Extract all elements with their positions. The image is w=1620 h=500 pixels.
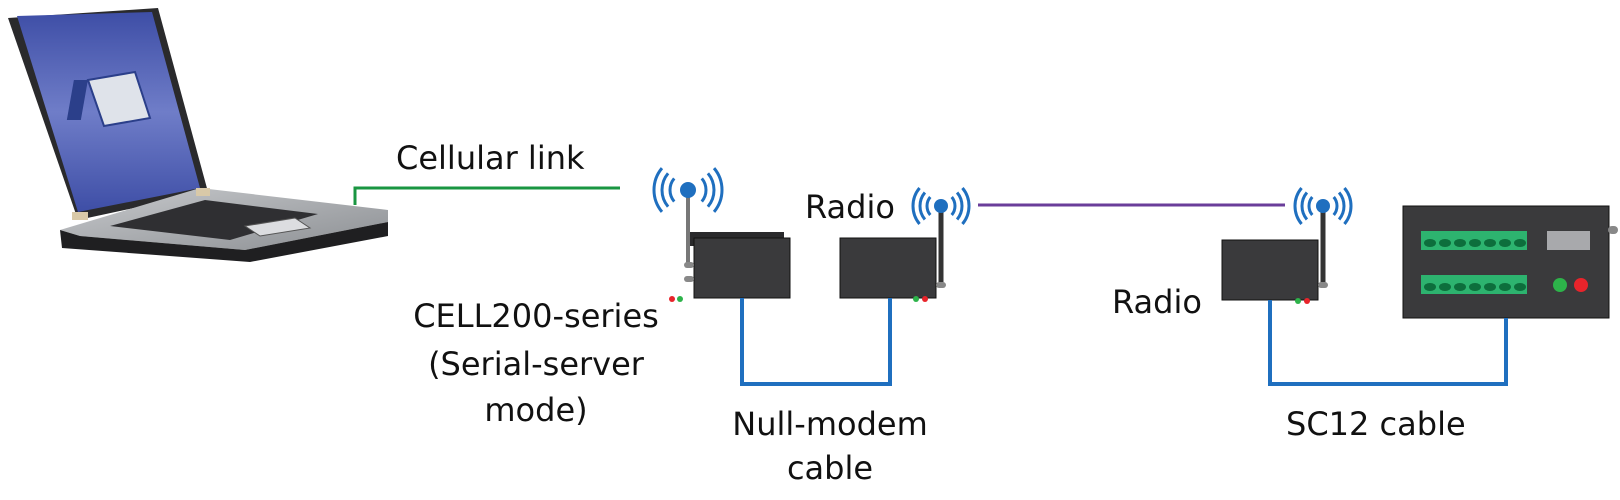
signal-wave	[1337, 191, 1346, 221]
signal-wave	[1343, 187, 1353, 225]
null-modem-label-line2: cable	[786, 449, 874, 487]
status-led-red	[1304, 298, 1310, 304]
status-led-green	[1553, 278, 1567, 292]
terminal-screw	[1499, 239, 1511, 247]
signal-wave	[911, 187, 921, 225]
signal-wave	[955, 191, 964, 221]
terminal-screw	[1469, 283, 1481, 291]
cellular-link-label: Cellular link	[396, 139, 585, 177]
terminal-screw	[1484, 239, 1496, 247]
cell200-device	[669, 188, 791, 302]
signal-wave	[660, 172, 670, 208]
cellular-link-line	[353, 186, 620, 205]
terminal-screw	[1484, 283, 1496, 291]
terminal-screw	[1439, 239, 1451, 247]
radio-antenna-icon-right	[1293, 187, 1353, 225]
signal-wave	[925, 196, 932, 216]
terminal-screw	[1499, 283, 1511, 291]
terminal-screw	[1424, 283, 1436, 291]
radio-device-right	[1221, 210, 1328, 304]
terminal-screw	[1514, 283, 1526, 291]
cell200-label-line2: (Serial-server	[428, 345, 644, 383]
signal-wave	[1293, 187, 1303, 225]
display-panel	[1547, 231, 1590, 250]
antenna-tip	[680, 182, 696, 198]
antenna-tip	[1316, 199, 1330, 213]
radio-device-left	[839, 206, 946, 302]
cell200-label-line1: CELL200-series	[413, 297, 659, 335]
sc12-cable-label: SC12 cable	[1286, 405, 1466, 443]
radio-antenna-icon-left	[911, 187, 971, 225]
radio-left-label: Radio	[805, 188, 895, 226]
signal-wave	[950, 196, 957, 216]
terminal-screw	[1514, 239, 1526, 247]
laptop-hinge-left	[72, 212, 88, 220]
cell200-label-line3: mode)	[484, 391, 588, 429]
signal-wave	[652, 167, 664, 213]
signal-wave	[668, 177, 676, 203]
status-led-green	[677, 296, 683, 302]
laptop-screen-app-window	[66, 70, 152, 128]
laptop-icon	[8, 8, 388, 262]
terminal-screw	[1424, 239, 1436, 247]
sc12-cable-line	[1268, 300, 1508, 386]
signal-wave	[1332, 196, 1339, 216]
null-modem-cable-line	[740, 298, 892, 386]
signal-wave	[706, 172, 716, 208]
signal-wave	[961, 187, 971, 225]
signal-wave	[1300, 191, 1309, 221]
radio-right-label: Radio	[1112, 283, 1202, 321]
signal-wave	[1307, 196, 1314, 216]
status-led-red	[669, 296, 675, 302]
signal-wave	[700, 177, 708, 203]
datalogger-device	[1402, 205, 1618, 319]
cellular-antenna-icon	[652, 167, 724, 213]
null-modem-label-line1: Null-modem	[732, 405, 928, 443]
status-led-green	[1295, 298, 1301, 304]
status-led-red	[1574, 278, 1588, 292]
status-led-green	[913, 296, 919, 302]
antenna-tip	[934, 199, 948, 213]
signal-wave	[918, 191, 927, 221]
laptop-hinge-right	[196, 188, 210, 196]
terminal-screw	[1454, 239, 1466, 247]
terminal-screw	[1454, 283, 1466, 291]
signal-wave	[712, 167, 724, 213]
status-led-red	[922, 296, 928, 302]
terminal-screw	[1439, 283, 1451, 291]
terminal-screw	[1469, 239, 1481, 247]
